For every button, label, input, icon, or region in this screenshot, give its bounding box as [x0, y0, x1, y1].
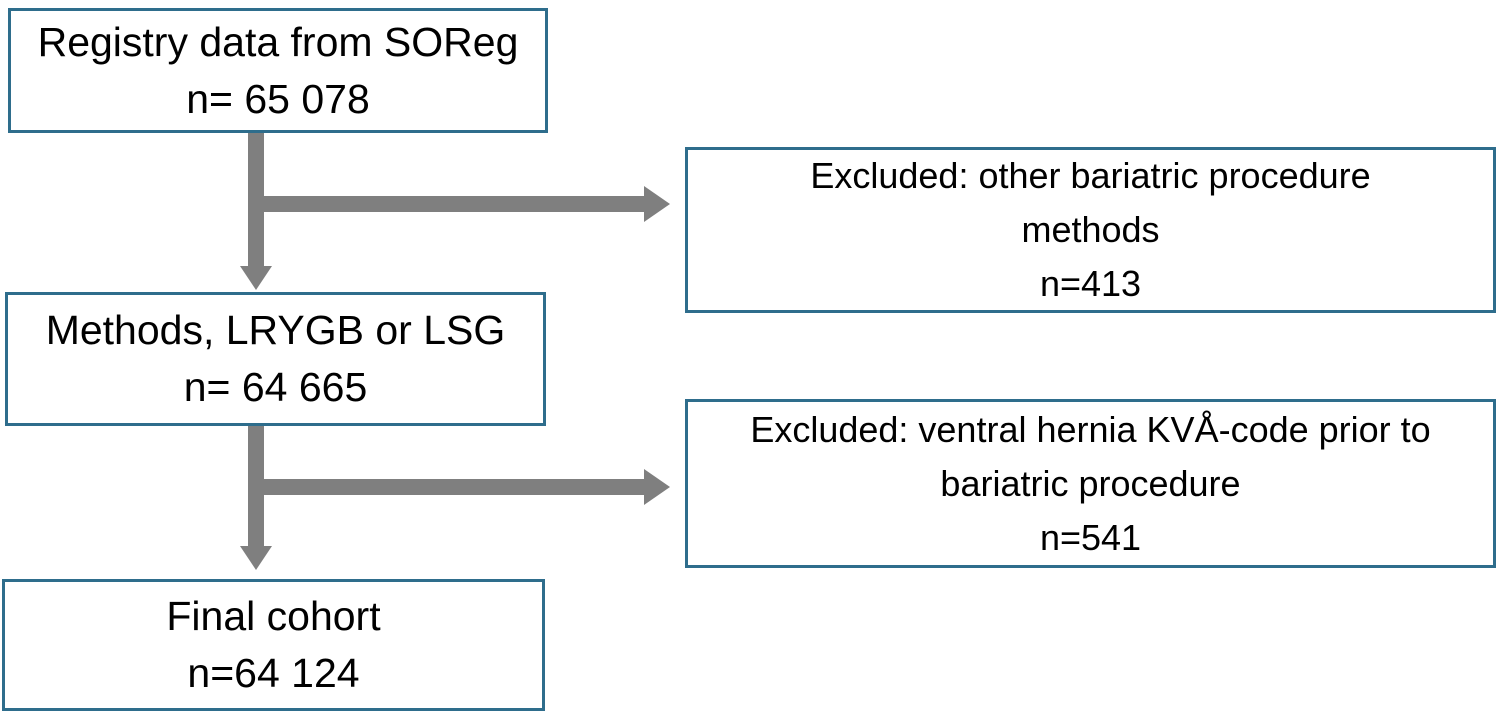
excl-2-line-2: bariatric procedure — [940, 462, 1241, 504]
down-arrowhead-icon — [240, 266, 272, 290]
box-excluded-other-methods: Excluded: other bariatric procedure meth… — [685, 147, 1496, 313]
right-arrow-shaft-to-excluded-other-methods — [250, 196, 644, 212]
box-final-title: Final cohort — [166, 593, 381, 639]
excl-1-line-2: methods — [1021, 209, 1160, 250]
box-excluded-ventral-hernia: Excluded: ventral hernia KVÅ-code prior … — [685, 399, 1496, 568]
right-arrow-shaft-to-excluded-ventral-hernia — [250, 479, 644, 495]
box-final-count: n=64 124 — [187, 650, 360, 696]
excl-1-count: n=413 — [1039, 263, 1142, 304]
excl-2-line-1: Excluded: ventral hernia KVÅ-code prior … — [750, 408, 1431, 450]
box-methods-count: n= 64 665 — [183, 364, 368, 410]
right-arrowhead-icon — [644, 469, 670, 505]
box-registry-title: Registry data from SOReg — [37, 18, 519, 65]
down-arrowhead-icon — [240, 546, 272, 570]
right-arrowhead-icon — [644, 186, 670, 222]
box-methods-lrygb-lsg: Methods, LRYGB or LSG n= 64 665 — [5, 292, 546, 426]
box-final-cohort: Final cohort n=64 124 — [2, 579, 545, 711]
excl-1-line-1: Excluded: other bariatric procedure — [810, 155, 1371, 196]
box-registry-count: n= 65 078 — [186, 75, 370, 122]
box-methods-title: Methods, LRYGB or LSG — [45, 307, 506, 353]
box-registry-data: Registry data from SOReg n= 65 078 — [8, 8, 548, 133]
excl-2-count: n=541 — [1039, 516, 1142, 558]
